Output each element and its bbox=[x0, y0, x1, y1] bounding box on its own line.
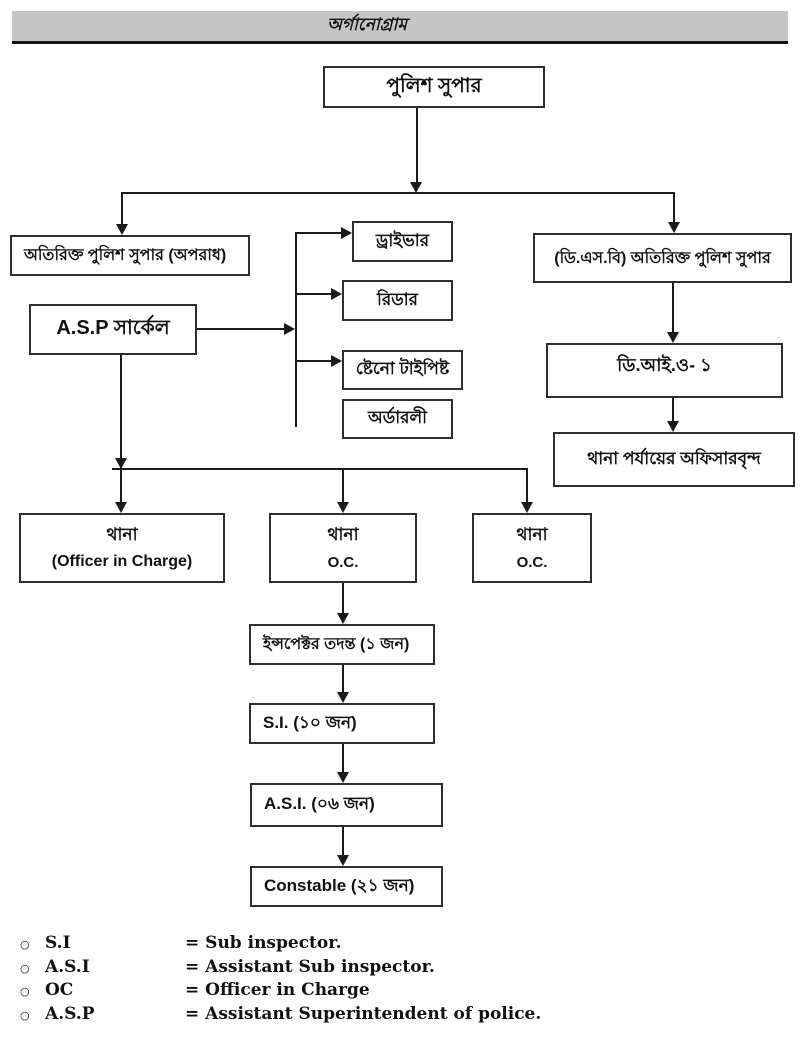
node-thana-3-title: থানা bbox=[516, 525, 548, 544]
circle-bullet-icon: ○ bbox=[20, 938, 30, 951]
arrowhead-thana-officers bbox=[667, 421, 679, 432]
node-steno-typist: ষ্টেনো টাইপিষ্ট bbox=[342, 350, 463, 390]
circle-bullet-icon: ○ bbox=[20, 985, 30, 998]
legend-definition: = Officer in Charge bbox=[185, 980, 370, 1000]
legend-item-asi: ○ A.S.I = Assistant Sub inspector. bbox=[20, 957, 435, 977]
connector-branch-horizontal bbox=[121, 192, 675, 194]
node-thana-1-subtitle: (Officer in Charge) bbox=[51, 553, 193, 570]
title-bar: অর্গানোগ্রাম bbox=[12, 11, 788, 44]
node-constable: Constable (২১ জন) bbox=[250, 866, 443, 907]
node-dsb-addl-sp-label: (ডি.এস.বি) অতিরিক্ত পুলিশ সুপার bbox=[554, 249, 771, 267]
connector-thana3-drop bbox=[526, 470, 528, 502]
legend-item-asp: ○ A.S.P = Assistant Superintendent of po… bbox=[20, 1004, 541, 1024]
arrowhead-dio bbox=[667, 332, 679, 343]
node-reader-label: রিডার bbox=[376, 289, 418, 309]
node-thana-2-subtitle: O.C. bbox=[327, 554, 359, 571]
arrowhead-thana1 bbox=[115, 502, 127, 513]
connector-dsb-dio bbox=[672, 283, 674, 332]
arrowhead-si bbox=[337, 692, 349, 703]
node-police-super: পুলিশ সুপার bbox=[323, 66, 545, 108]
arrowhead-left-drop bbox=[116, 224, 128, 235]
node-thana-level-officers-label: থানা পর্যায়ের অফিসারবৃন্দ bbox=[587, 448, 761, 468]
legend-term: A.S.P bbox=[45, 1004, 95, 1024]
legend-definition: = Assistant Superintendent of police. bbox=[185, 1004, 542, 1024]
node-constable-label: Constable (২১ জন) bbox=[264, 875, 415, 895]
connector-dio-officers bbox=[672, 398, 674, 421]
circle-bullet-icon: ○ bbox=[20, 1009, 30, 1022]
connector-asp-descender bbox=[120, 355, 122, 502]
connector-root-down bbox=[416, 108, 418, 182]
arrowhead-asp-spine bbox=[284, 323, 295, 335]
node-driver: ড্রাইভার bbox=[352, 221, 453, 262]
node-inspector-investigation: ইন্সপেক্টর তদন্ত (১ জন) bbox=[249, 624, 435, 665]
arrowhead-distributor-junction bbox=[115, 458, 127, 469]
node-dio-1: ডি.আই.ও- ১ bbox=[546, 343, 783, 398]
circle-bullet-icon: ○ bbox=[20, 962, 30, 975]
node-thana-1-title: থানা bbox=[106, 525, 138, 544]
legend-definition: = Assistant Sub inspector. bbox=[185, 957, 435, 977]
connector-thana2-inspector bbox=[342, 583, 344, 613]
connector-thana2-drop bbox=[342, 470, 344, 502]
node-thana-3: থানা O.C. bbox=[472, 513, 592, 583]
node-reader: রিডার bbox=[342, 280, 453, 321]
page-title: অর্গানোগ্রাম bbox=[327, 15, 407, 34]
arrowhead-thana2 bbox=[337, 502, 349, 513]
arrowhead-steno bbox=[331, 355, 342, 367]
node-dsb-addl-sp: (ডি.এস.বি) অতিরিক্ত পুলিশ সুপার bbox=[533, 233, 792, 283]
node-driver-label: ড্রাইভার bbox=[375, 230, 430, 250]
connector-inspector-si bbox=[342, 665, 344, 692]
node-thana-3-subtitle: O.C. bbox=[516, 554, 548, 571]
node-police-super-label: পুলিশ সুপার bbox=[386, 74, 482, 97]
arrowhead-root bbox=[410, 182, 422, 193]
node-addl-sp-crime-label: অতিরিক্ত পুলিশ সুপার (অপরাধ) bbox=[24, 247, 227, 264]
legend-term: A.S.I bbox=[45, 957, 90, 977]
arrowhead-right-drop bbox=[668, 222, 680, 233]
node-si-label: S.I. (১০ জন) bbox=[263, 712, 357, 732]
connector-asi-constable bbox=[342, 827, 344, 855]
node-thana-2-title: থানা bbox=[327, 525, 359, 544]
node-asi: A.S.I. (০৬ জন) bbox=[250, 783, 443, 827]
connector-to-steno bbox=[297, 360, 331, 362]
legend-term: S.I bbox=[45, 933, 71, 953]
connector-to-reader bbox=[297, 293, 331, 295]
legend-term: OC bbox=[45, 980, 74, 1000]
arrowhead-driver bbox=[341, 227, 352, 239]
connector-to-driver bbox=[297, 232, 341, 234]
node-thana-1: থানা (Officer in Charge) bbox=[19, 513, 225, 583]
arrowhead-constable bbox=[337, 855, 349, 866]
connector-staff-spine bbox=[295, 232, 297, 427]
node-dio-1-label: ডি.আই.ও- ১ bbox=[617, 355, 712, 375]
node-steno-typist-label: ষ্টেনো টাইপিষ্ট bbox=[355, 359, 450, 378]
connector-asp-to-spine bbox=[197, 328, 285, 330]
node-addl-sp-crime: অতিরিক্ত পুলিশ সুপার (অপরাধ) bbox=[10, 235, 250, 276]
connector-si-asi bbox=[342, 744, 344, 772]
node-inspector-investigation-label: ইন্সপেক্টর তদন্ত (১ জন) bbox=[263, 636, 410, 653]
connector-thana-distributor bbox=[112, 468, 528, 470]
node-thana-level-officers: থানা পর্যায়ের অফিসারবৃন্দ bbox=[553, 432, 795, 487]
node-orderly: অর্ডারলী bbox=[342, 399, 453, 439]
node-asp-circle-label: A.S.P সার্কেল bbox=[56, 317, 170, 339]
arrowhead-asi bbox=[337, 772, 349, 783]
node-si: S.I. (১০ জন) bbox=[249, 703, 435, 744]
node-asp-circle: A.S.P সার্কেল bbox=[29, 304, 197, 355]
connector-left-drop bbox=[121, 194, 123, 225]
node-thana-2: থানা O.C. bbox=[269, 513, 417, 583]
node-asi-label: A.S.I. (০৬ জন) bbox=[264, 794, 375, 813]
connector-right-drop bbox=[673, 194, 675, 223]
legend-item-oc: ○ OC = Officer in Charge bbox=[20, 980, 370, 1000]
node-orderly-label: অর্ডারলী bbox=[367, 408, 428, 427]
arrowhead-thana3 bbox=[521, 502, 533, 513]
legend-item-si: ○ S.I = Sub inspector. bbox=[20, 933, 342, 953]
arrowhead-reader bbox=[331, 288, 342, 300]
arrowhead-inspector bbox=[337, 613, 349, 624]
legend-definition: = Sub inspector. bbox=[185, 933, 342, 953]
